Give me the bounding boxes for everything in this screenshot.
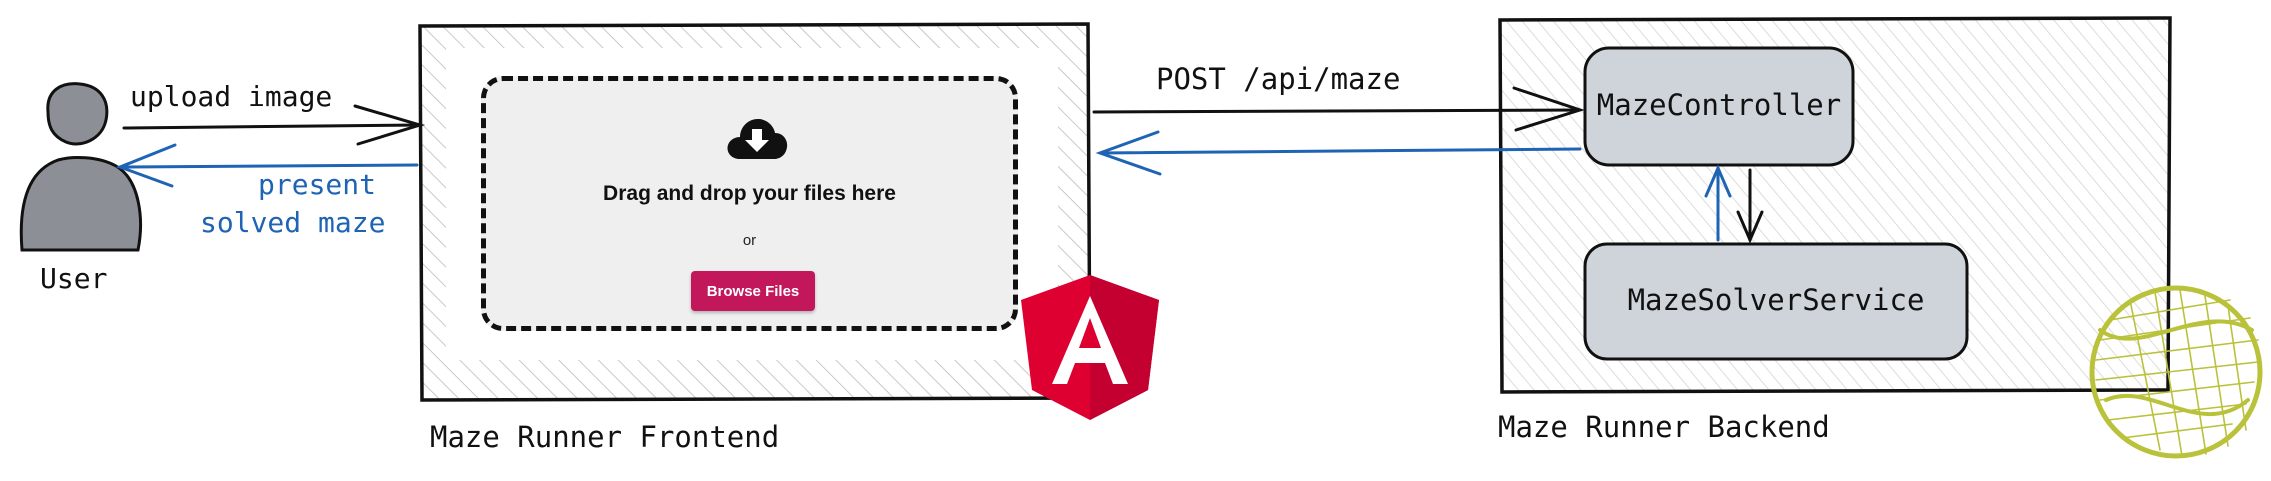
maze-solver-service-node xyxy=(1583,242,1969,361)
browse-files-button[interactable]: Browse Files xyxy=(691,271,815,311)
upload-arrow xyxy=(122,104,426,146)
frontend-label: Maze Runner Frontend xyxy=(430,420,780,454)
maze-solver-service-label: MazeSolverService xyxy=(1627,283,1925,317)
file-dropzone[interactable]: Drag and drop your files here or Browse … xyxy=(481,76,1018,331)
response-arrow xyxy=(1095,130,1582,176)
maze-controller-label: MazeController xyxy=(1596,88,1842,122)
post-edge-label: POST /api/maze xyxy=(1156,62,1401,96)
user-actor-icon xyxy=(19,82,142,252)
maze-controller-node xyxy=(1583,46,1855,167)
dropzone-title: Drag and drop your files here xyxy=(603,182,896,205)
present-edge-label-line2: solved maze xyxy=(200,206,386,239)
service-to-controller-arrow xyxy=(1704,164,1732,242)
angular-logo xyxy=(1021,275,1159,420)
tennis-ball-logo xyxy=(2089,285,2263,459)
cloud-download-icon xyxy=(727,119,788,159)
present-edge-label-line1: present xyxy=(258,168,377,201)
user-label: User xyxy=(40,262,108,295)
post-arrow xyxy=(1092,86,1585,132)
controller-to-service-arrow xyxy=(1736,168,1764,244)
upload-edge-label: upload image xyxy=(130,80,333,113)
dropzone-or-text: or xyxy=(742,232,757,249)
present-arrow xyxy=(115,143,419,188)
backend-label: Maze Runner Backend xyxy=(1498,410,1830,444)
